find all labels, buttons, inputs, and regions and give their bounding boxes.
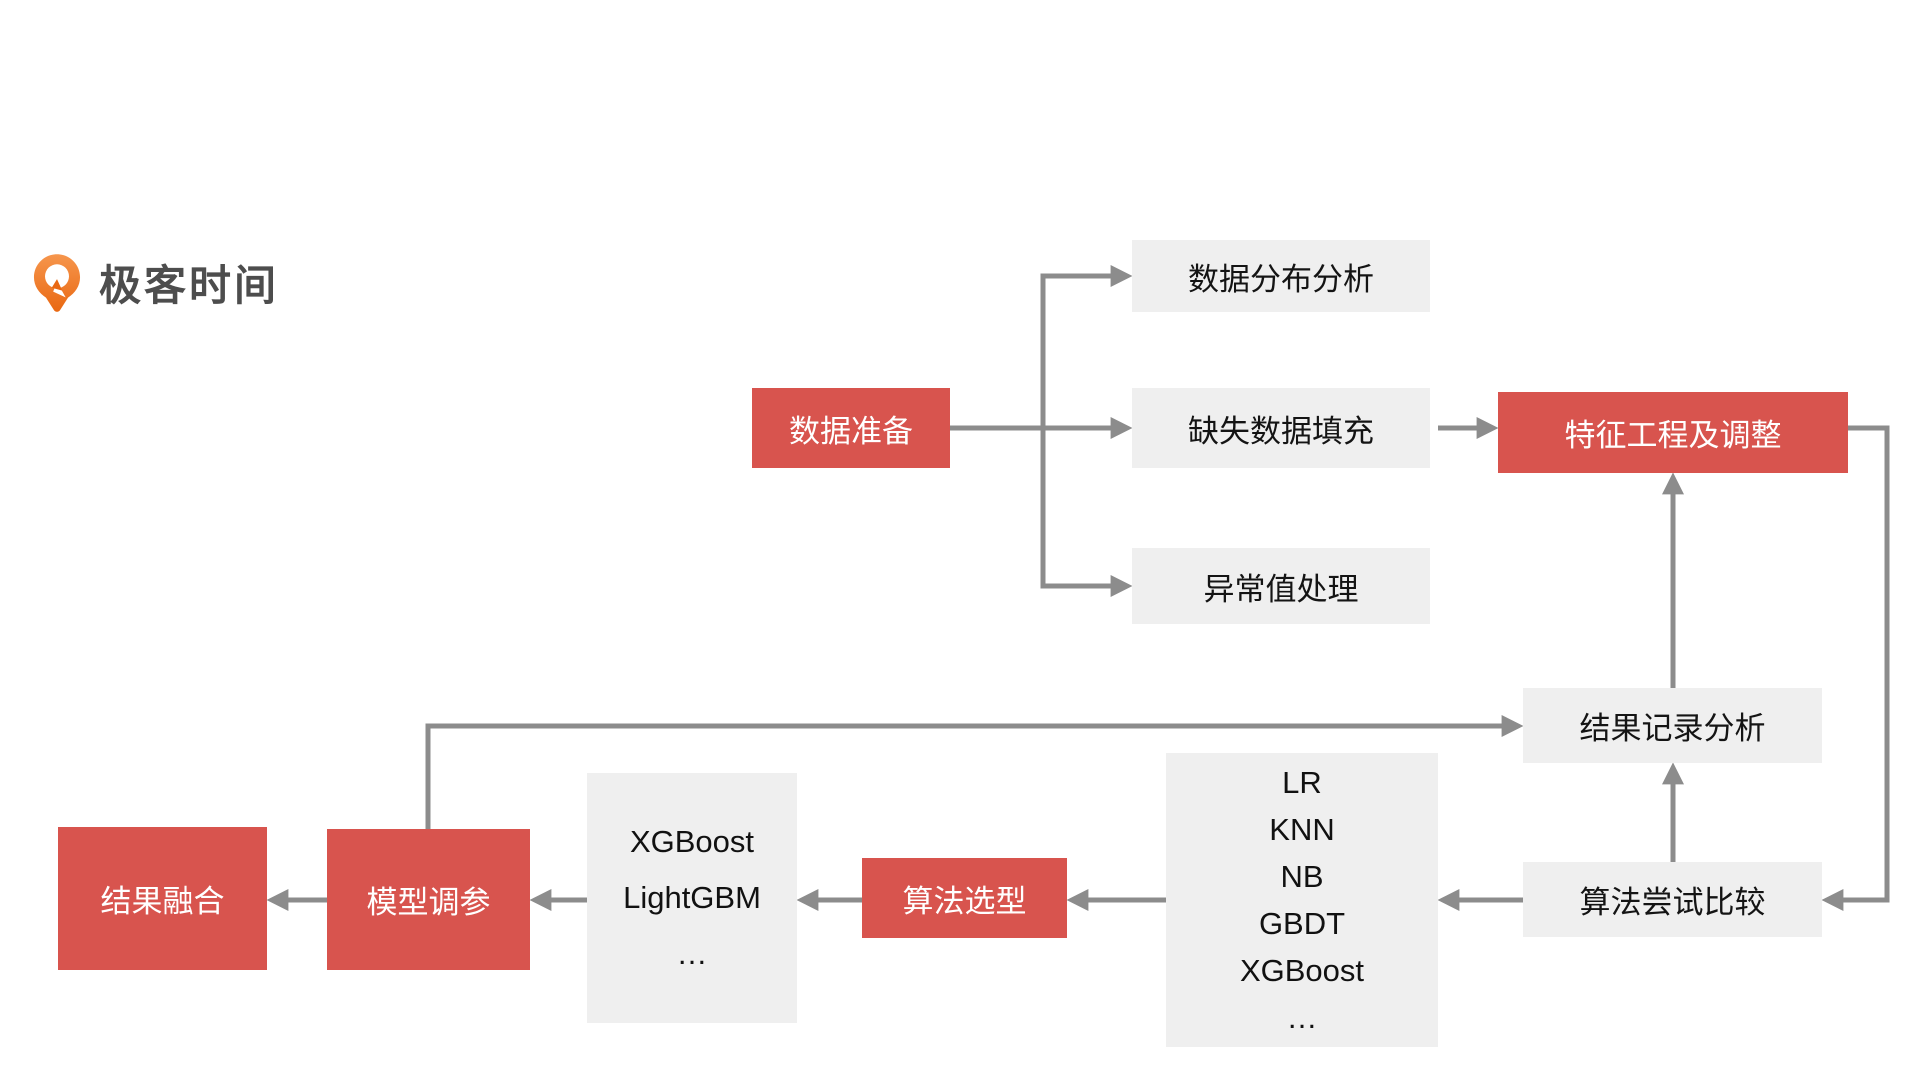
node-algorithm-pool: LR KNN NB GBDT XGBoost …	[1166, 753, 1438, 1047]
node-label: 结果记录分析	[1579, 711, 1766, 746]
node-missing-data-filling: 缺失数据填充	[1132, 388, 1430, 468]
connector-dataprep-to-distanalysis	[1040, 264, 1133, 428]
node-data-preparation: 数据准备	[752, 388, 950, 468]
algorithm-item: LR	[1282, 765, 1322, 800]
model-item: …	[676, 936, 708, 971]
node-model-pool: XGBoost LightGBM …	[587, 773, 797, 1023]
algorithm-item: XGBoost	[1239, 953, 1365, 988]
node-feature-engineering: 特征工程及调整	[1498, 392, 1848, 473]
model-item: LightGBM	[623, 880, 761, 915]
connector-dataprep-to-outlier	[1040, 428, 1133, 598]
model-item: XGBoost	[629, 824, 755, 859]
geektime-pin-icon	[33, 253, 81, 312]
node-label: 算法选型	[902, 883, 1027, 919]
algorithm-item: NB	[1280, 859, 1324, 894]
node-label: 算法尝试比较	[1579, 885, 1766, 920]
node-label: 缺失数据填充	[1188, 413, 1374, 449]
node-label: 模型调参	[366, 885, 491, 920]
algorithm-item: …	[1286, 1000, 1318, 1035]
node-model-tuning: 模型调参	[327, 829, 530, 970]
node-algorithm-trial-comparison: 算法尝试比较	[1523, 862, 1822, 937]
node-algorithm-selection: 算法选型	[862, 858, 1067, 938]
brand-name: 极客时间	[99, 262, 280, 309]
node-label: 数据准备	[789, 413, 913, 449]
node-label: 特征工程及调整	[1564, 418, 1782, 453]
connector-featureeng-to-algocompare	[1821, 425, 1890, 912]
node-label: 数据分布分析	[1188, 261, 1374, 297]
algorithm-item: KNN	[1269, 812, 1335, 847]
node-label: 结果融合	[100, 884, 225, 919]
algorithm-item: GBDT	[1258, 906, 1346, 941]
node-label: 异常值处理	[1203, 571, 1359, 607]
connector-modeltuning-to-resultrecord	[425, 714, 1524, 829]
node-result-record-analysis: 结果记录分析	[1523, 688, 1822, 763]
brand-logo: 极客时间	[33, 252, 279, 313]
node-data-distribution-analysis: 数据分布分析	[1132, 240, 1430, 312]
node-result-fusion: 结果融合	[58, 827, 267, 970]
node-outlier-handling: 异常值处理	[1132, 548, 1430, 624]
